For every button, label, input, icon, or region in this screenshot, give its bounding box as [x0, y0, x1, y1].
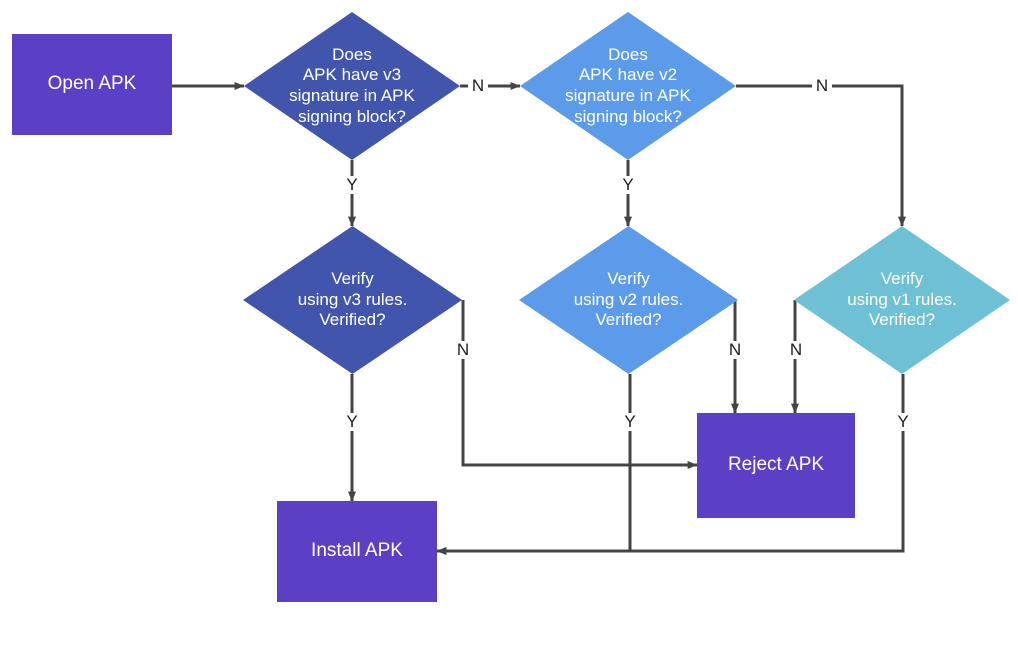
edge-label-hasv3-n: N [468, 77, 488, 95]
node-verify-v1-shape[interactable] [794, 226, 1010, 374]
edge-label-verifyv1-n: N [786, 341, 806, 359]
edge-verifyv1-yes-b [436, 431, 905, 555]
edge-label-verifyv2-y: Y [620, 413, 640, 431]
node-verify-v3-shape[interactable] [243, 226, 462, 374]
node-install-apk[interactable]: Install APK [277, 501, 437, 602]
edge-label-verifyv3-n: N [453, 341, 473, 359]
edge-label-verifyv2-n: N [725, 341, 745, 359]
edge-label-hasv2-n: N [812, 77, 832, 95]
edge-label-hasv2-y: Y [618, 176, 638, 194]
node-open-apk[interactable]: Open APK [12, 34, 172, 135]
edge-verifyv2-yes-b [436, 431, 632, 555]
node-reject-apk[interactable]: Reject APK [697, 413, 855, 518]
edge-label-hasv3-y: Y [342, 176, 362, 194]
edge-hasv2-no-b [831, 84, 906, 227]
node-verify-v2-shape[interactable] [519, 226, 738, 374]
node-has-v3-shape[interactable] [244, 12, 460, 160]
edge-verifyv3-no-b [461, 359, 698, 469]
edge-label-verifyv1-y: Y [893, 413, 913, 431]
edge-label-verifyv3-y: Y [342, 413, 362, 431]
node-has-v2-shape[interactable] [520, 12, 736, 160]
